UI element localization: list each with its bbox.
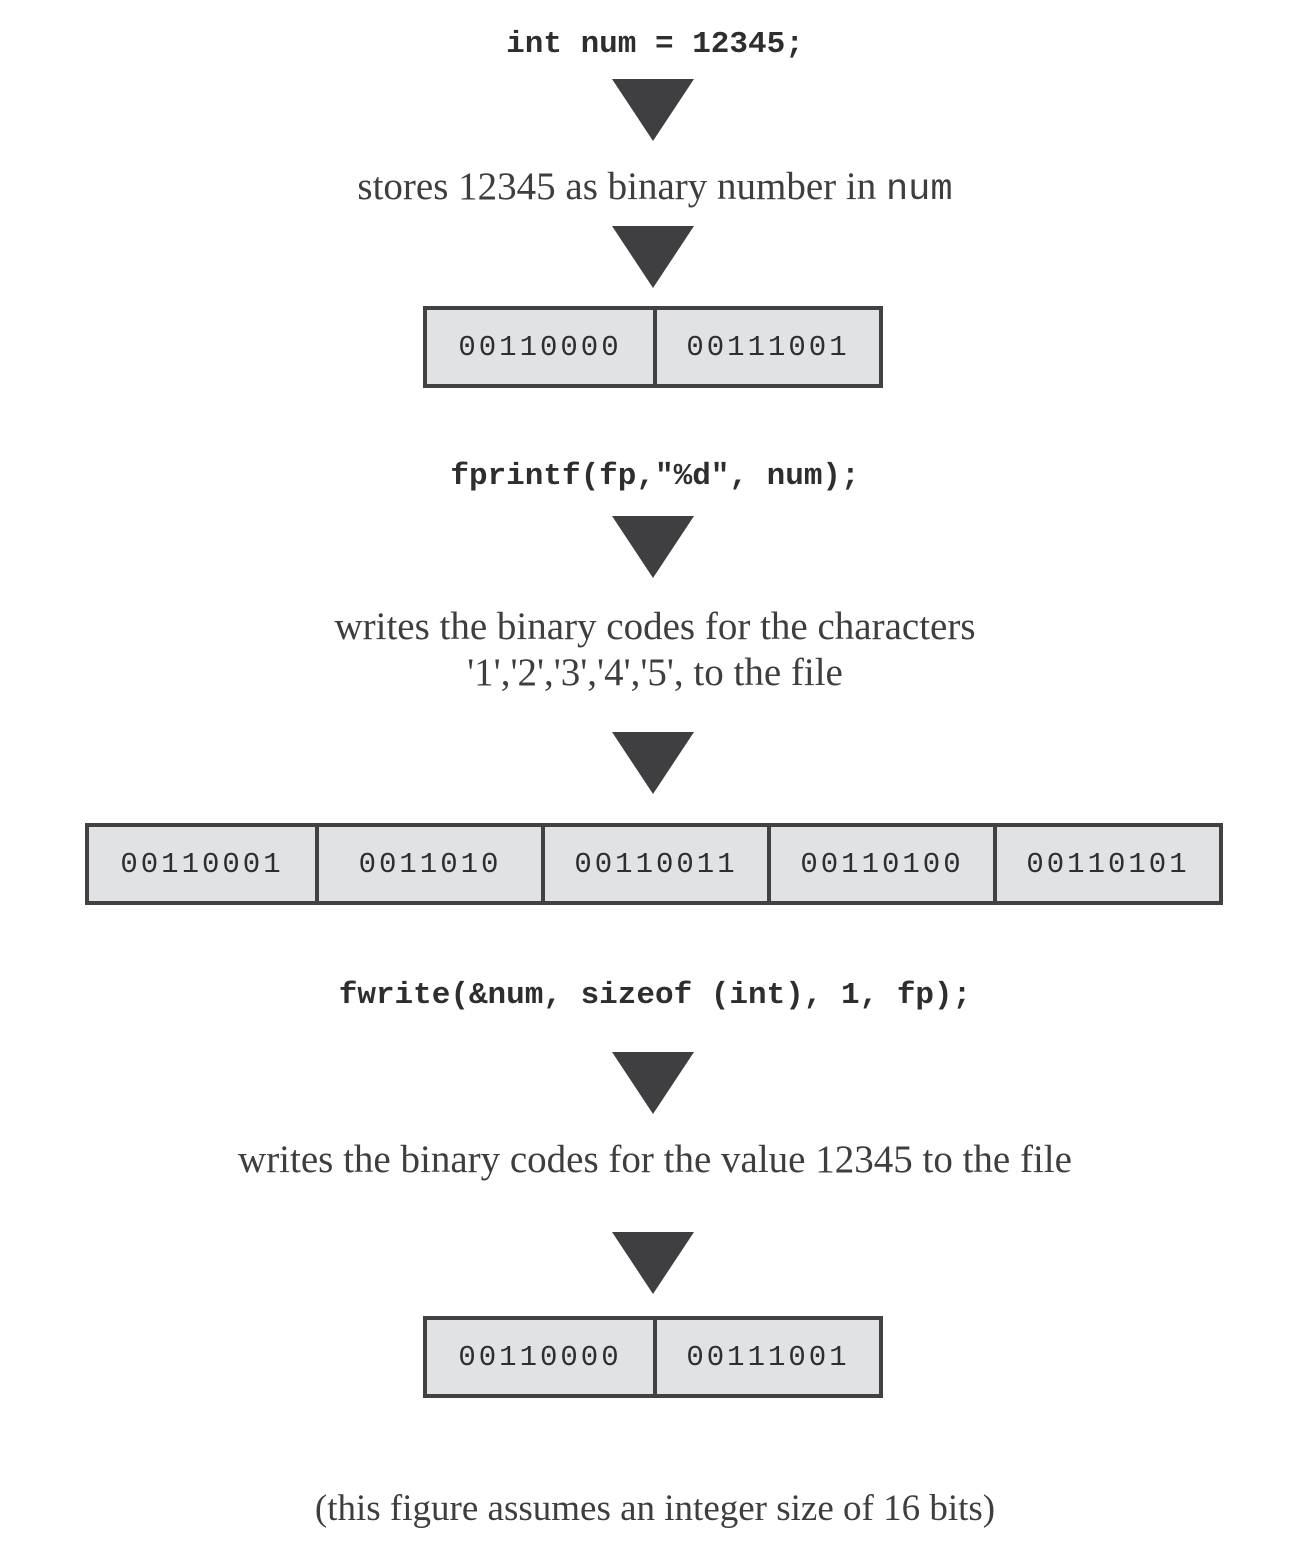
text-file-byte-1: 00110001 bbox=[120, 847, 284, 881]
fprintf-code: fprintf(fp,"%d", num); bbox=[450, 459, 860, 494]
memory-num-byte-2: 00111001 bbox=[653, 310, 879, 384]
binary-file-byte-1: 00110000 bbox=[458, 1340, 622, 1374]
text-file-byte-2: 0011010 bbox=[315, 827, 541, 901]
text-file-byte-4: 00110100 bbox=[767, 827, 993, 901]
down-arrow-icon bbox=[612, 79, 694, 141]
fprintf-description-line-2: '1','2','3','4','5', to the file bbox=[467, 651, 843, 694]
memory-num-row: 00110000 00111001 bbox=[423, 306, 883, 388]
binary-file-byte-2: 00111001 bbox=[653, 1320, 879, 1394]
fwrite-code: fwrite(&num, sizeof (int), 1, fp); bbox=[338, 978, 972, 1013]
down-arrow-icon bbox=[612, 516, 694, 578]
store-description: stores 12345 as binary number in num bbox=[0, 164, 1310, 213]
fprintf-description-line-1: writes the binary codes for the characte… bbox=[334, 605, 976, 648]
declaration-code: int num = 12345; bbox=[506, 27, 804, 62]
memory-num-byte-1: 00110000 bbox=[458, 330, 622, 364]
store-description-text: stores 12345 as binary number in bbox=[357, 165, 886, 208]
text-file-byte-3: 00110011 bbox=[541, 827, 767, 901]
down-arrow-icon bbox=[612, 732, 694, 794]
down-arrow-icon bbox=[612, 1052, 694, 1114]
text-file-bytes-row: 00110001 0011010 00110011 00110100 00110… bbox=[85, 823, 1223, 905]
binary-file-bytes-row: 00110000 00111001 bbox=[423, 1316, 883, 1398]
figure-footnote: (this figure assumes an integer size of … bbox=[314, 1488, 996, 1529]
down-arrow-icon bbox=[612, 1232, 694, 1294]
fwrite-description: writes the binary codes for the value 12… bbox=[238, 1138, 1072, 1181]
fprintf-description: writes the binary codes for the characte… bbox=[0, 604, 1310, 696]
text-file-byte-5: 00110101 bbox=[993, 827, 1219, 901]
store-description-variable: num bbox=[885, 169, 953, 211]
down-arrow-icon bbox=[612, 226, 694, 288]
